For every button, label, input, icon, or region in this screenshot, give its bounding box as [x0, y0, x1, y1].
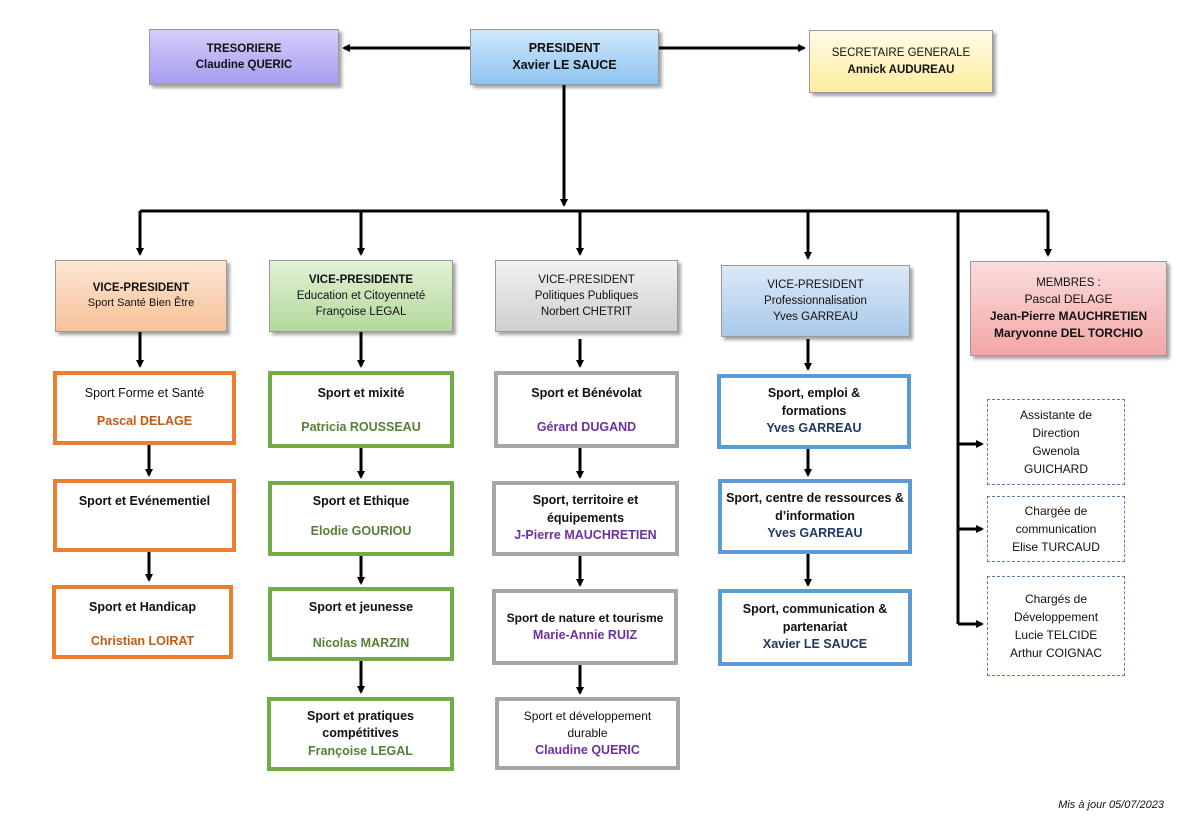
commission-lead: Elodie GOURIOU [310, 523, 412, 538]
commission-sport-evenementiel: Sport et Evénementiel [53, 479, 236, 552]
staff-line: Arthur COIGNAC [1009, 646, 1102, 660]
president-box: PRESIDENT Xavier LE SAUCE [470, 29, 659, 85]
commission-sport-centre-ressources: Sport, centre de ressources & d’informat… [718, 479, 912, 554]
vp-title: VICE-PRESIDENT [92, 282, 190, 295]
commission-title: Sport, territoire et équipements [532, 493, 639, 525]
staff-line: Assistante de [1019, 408, 1093, 422]
commission-title: Sport et Handicap [89, 600, 196, 614]
members-title: MEMBRES : [1036, 277, 1101, 290]
commission-sport-developpement-durable: Sport et développement durable Claudine … [495, 697, 680, 770]
vp-title: VICE-PRESIDENT [538, 273, 635, 286]
treasurer-name: Claudine QUERIC [195, 59, 293, 71]
staff-line: Gwenola [1032, 444, 1080, 458]
commission-sport-territoire: Sport, territoire et équipements J-Pierr… [492, 481, 679, 556]
commission-sport-pratiques-competitives: Sport et pratiques compétitives François… [267, 697, 454, 771]
treasurer-box: TRESORIERE Claudine QUERIC [149, 29, 339, 85]
commission-sport-emploi-formations: Sport, emploi & formations Yves GARREAU [717, 374, 911, 449]
commission-lead: Pascal DELAGE [96, 413, 193, 428]
secretary-box: SECRETAIRE GENERALE Annick AUDUREAU [809, 30, 993, 93]
vp-domain: Professionnalisation [764, 294, 867, 307]
vp-title: VICE-PRESIDENTE [308, 273, 414, 286]
vp-title: VICE-PRESIDENT [767, 278, 864, 291]
commission-lead: Nicolas MARZIN [312, 635, 410, 650]
commission-sport-forme-sante: Sport Forme et Santé Pascal DELAGE [53, 371, 236, 445]
vp-name: Yves GARREAU [773, 311, 858, 324]
commission-lead: Yves GARREAU [767, 526, 863, 541]
staff-line: Chargée de [1024, 504, 1088, 518]
president-name: Xavier LE SAUCE [512, 58, 617, 72]
commission-title: Sport et Ethique [312, 494, 410, 508]
commission-title: Sport et mixité [317, 386, 405, 400]
treasurer-title: TRESORIERE [206, 42, 282, 55]
commission-sport-benevolat: Sport et Bénévolat Gérard DUGAND [494, 371, 679, 448]
vp-header-professionnalisation: VICE-PRESIDENT Professionnalisation Yves… [721, 265, 910, 337]
commission-sport-communication-partenariat: Sport, communication & partenariat Xavie… [718, 589, 912, 666]
commission-title: Sport, centre de ressources & d’informat… [726, 491, 904, 523]
staff-line: GUICHARD [1023, 462, 1088, 476]
vp-domain: Sport Santé Bien Être [87, 297, 195, 310]
staff-line: Lucie TELCIDE [1014, 628, 1098, 642]
commission-lead: Christian LOIRAT [90, 633, 195, 648]
commission-lead: Xavier LE SAUCE [762, 637, 868, 652]
staff-charges-developpement: Chargés de Développement Lucie TELCIDE A… [987, 576, 1125, 676]
commission-title: Sport et Evénementiel [78, 494, 211, 508]
staff-assistante-direction: Assistante de Direction Gwenola GUICHARD [987, 399, 1125, 485]
staff-line: communication [1015, 522, 1097, 536]
commission-title: Sport de nature et tourisme [506, 610, 664, 625]
members-name: Jean-Pierre MAUCHRETIEN [989, 309, 1148, 324]
members-name: Pascal DELAGE [1024, 292, 1113, 307]
commission-title: Sport, emploi & formations [767, 386, 861, 418]
commission-lead: Yves GARREAU [766, 421, 862, 436]
members-box: MEMBRES : Pascal DELAGE Jean-Pierre MAUC… [970, 261, 1167, 356]
secretary-title: SECRETAIRE GENERALE [831, 47, 971, 60]
vp-domain: Politiques Publiques [534, 289, 639, 302]
commission-title: Sport et jeunesse [308, 600, 414, 614]
commission-sport-mixite: Sport et mixité Patricia ROUSSEAU [268, 371, 454, 448]
secretary-name: Annick AUDUREAU [847, 63, 955, 76]
commission-sport-ethique: Sport et Ethique Elodie GOURIOU [268, 481, 454, 556]
vp-name: Françoise LEGAL [315, 306, 407, 319]
commission-title: Sport et Bénévolat [531, 386, 642, 400]
commission-title: Sport Forme et Santé [84, 386, 205, 400]
members-name: Maryvonne DEL TORCHIO [994, 325, 1143, 340]
president-title: PRESIDENT [528, 40, 601, 55]
vp-header-sante: VICE-PRESIDENT Sport Santé Bien Être [55, 260, 227, 332]
commission-title: Sport et pratiques compétitives [307, 708, 414, 741]
commission-sport-jeunesse: Sport et jeunesse Nicolas MARZIN [268, 587, 454, 661]
commission-lead: Gérard DUGAND [536, 419, 637, 434]
vp-header-politiques: VICE-PRESIDENT Politiques Publiques Norb… [495, 260, 678, 332]
commission-sport-handicap: Sport et Handicap Christian LOIRAT [52, 585, 233, 659]
commission-lead: Patricia ROUSSEAU [301, 419, 421, 434]
vp-domain: Education et Citoyenneté [296, 289, 426, 302]
staff-chargee-communication: Chargée de communication Elise TURCAUD [987, 496, 1125, 562]
update-date-note: Mis à jour 05/07/2023 [1058, 799, 1164, 811]
staff-line: Chargés de [1024, 592, 1088, 606]
staff-line: Développement [1013, 610, 1099, 624]
staff-line: Elise TURCAUD [1012, 540, 1100, 554]
commission-sport-nature-tourisme: Sport de nature et tourisme Marie-Annie … [492, 589, 678, 665]
vp-header-education: VICE-PRESIDENTE Education et Citoyenneté… [269, 260, 453, 332]
staff-line: Direction [1032, 426, 1080, 440]
commission-lead: Marie-Annie RUIZ [532, 627, 638, 642]
commission-title: Sport et développement durable [523, 708, 652, 740]
vp-name: Norbert CHETRIT [540, 306, 633, 319]
commission-lead: Françoise LEGAL [308, 743, 413, 758]
commission-title: Sport, communication & partenariat [742, 602, 888, 634]
commission-lead: Claudine QUERIC [535, 742, 640, 757]
commission-lead: J-Pierre MAUCHRETIEN [514, 528, 657, 543]
